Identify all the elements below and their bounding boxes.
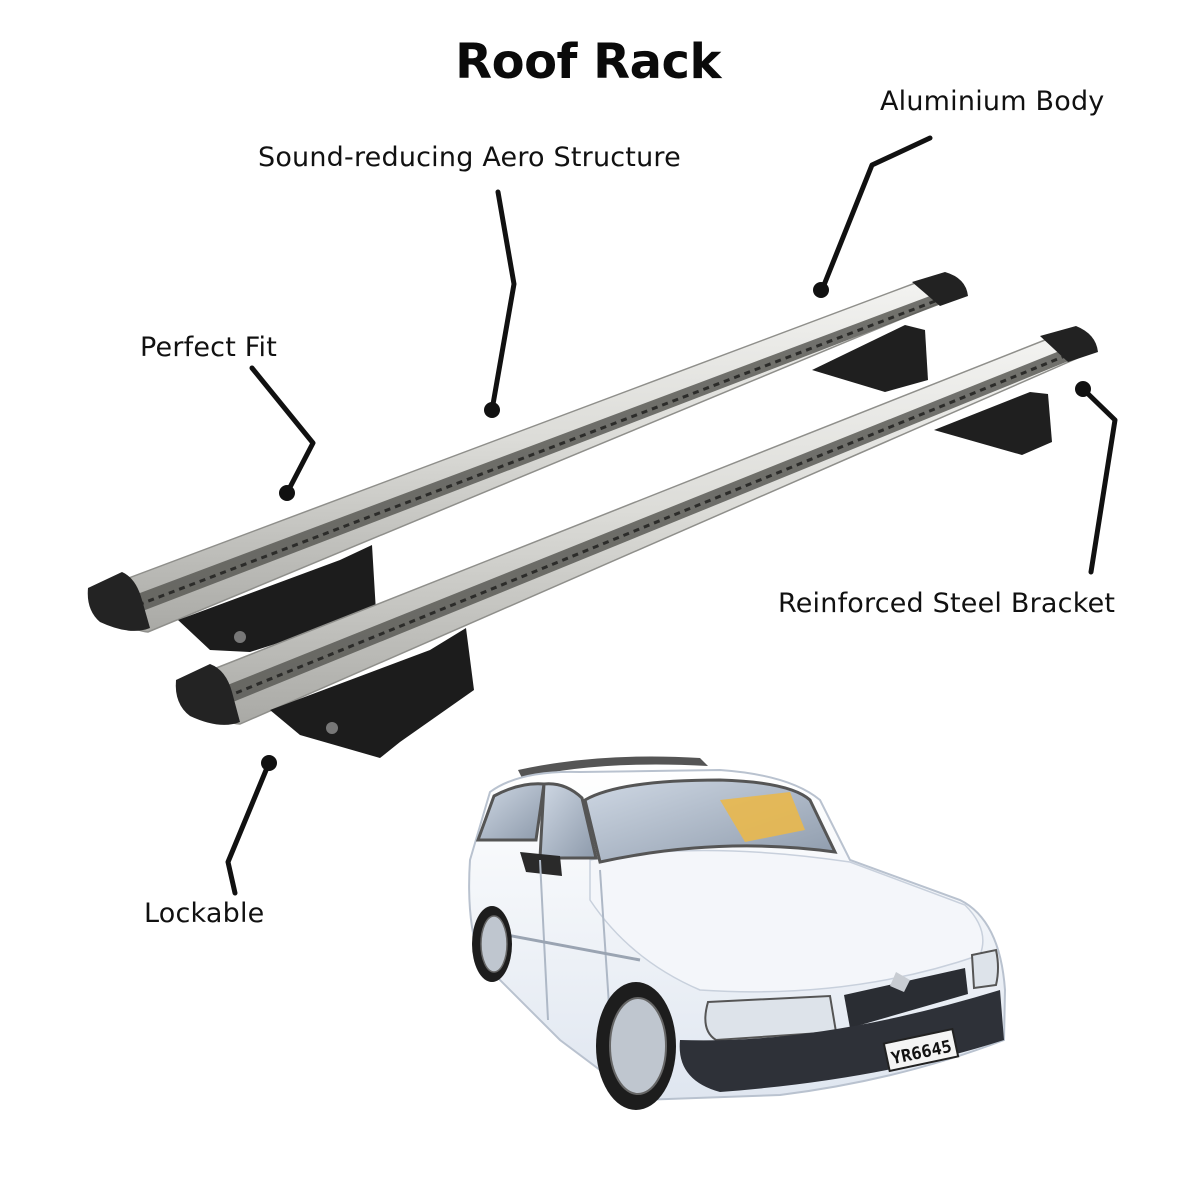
label-perfect-fit: Perfect Fit (140, 332, 278, 363)
leader-dot-aero-structure (484, 402, 500, 418)
page-title: Roof Rack (455, 34, 721, 90)
grille (844, 968, 968, 1028)
bracket-back-far (812, 325, 928, 392)
car-illustration: YR6645 (468, 756, 1007, 1110)
label-lockable: Lockable (144, 898, 265, 929)
license-plate (882, 1027, 960, 1073)
leader-line-perfect-fit (249, 365, 316, 496)
end-cap-back-far (912, 272, 968, 306)
leader-dot-steel-bracket (1075, 381, 1091, 397)
wheel-rear (472, 906, 512, 982)
leader-line-aluminium-body (819, 135, 933, 293)
roof-bar-front (175, 326, 1098, 758)
leader-line-lockable (225, 760, 272, 896)
leader-line-steel-bracket (1080, 386, 1118, 575)
leader-line-aero-structure (489, 189, 517, 413)
side-window-front (538, 782, 598, 860)
label-aero-structure: Sound-reducing Aero Structure (258, 142, 681, 173)
wheel-front (596, 982, 676, 1110)
end-cap-front-near (175, 664, 240, 725)
label-steel-bracket: Reinforced Steel Bracket (778, 588, 1116, 619)
label-aluminium-body: Aluminium Body (880, 86, 1105, 117)
end-cap-back-near (87, 572, 150, 631)
leader-dot-lockable (261, 755, 277, 771)
leader-dot-aluminium-body (813, 282, 829, 298)
headlight-right (970, 948, 999, 990)
leader-dot-perfect-fit (279, 485, 295, 501)
lock-keyhole-icon (326, 722, 338, 734)
bracket-front-near (270, 628, 474, 758)
side-window-rear (475, 782, 546, 842)
bracket-front-far (934, 392, 1052, 455)
end-cap-front-far (1040, 326, 1098, 362)
